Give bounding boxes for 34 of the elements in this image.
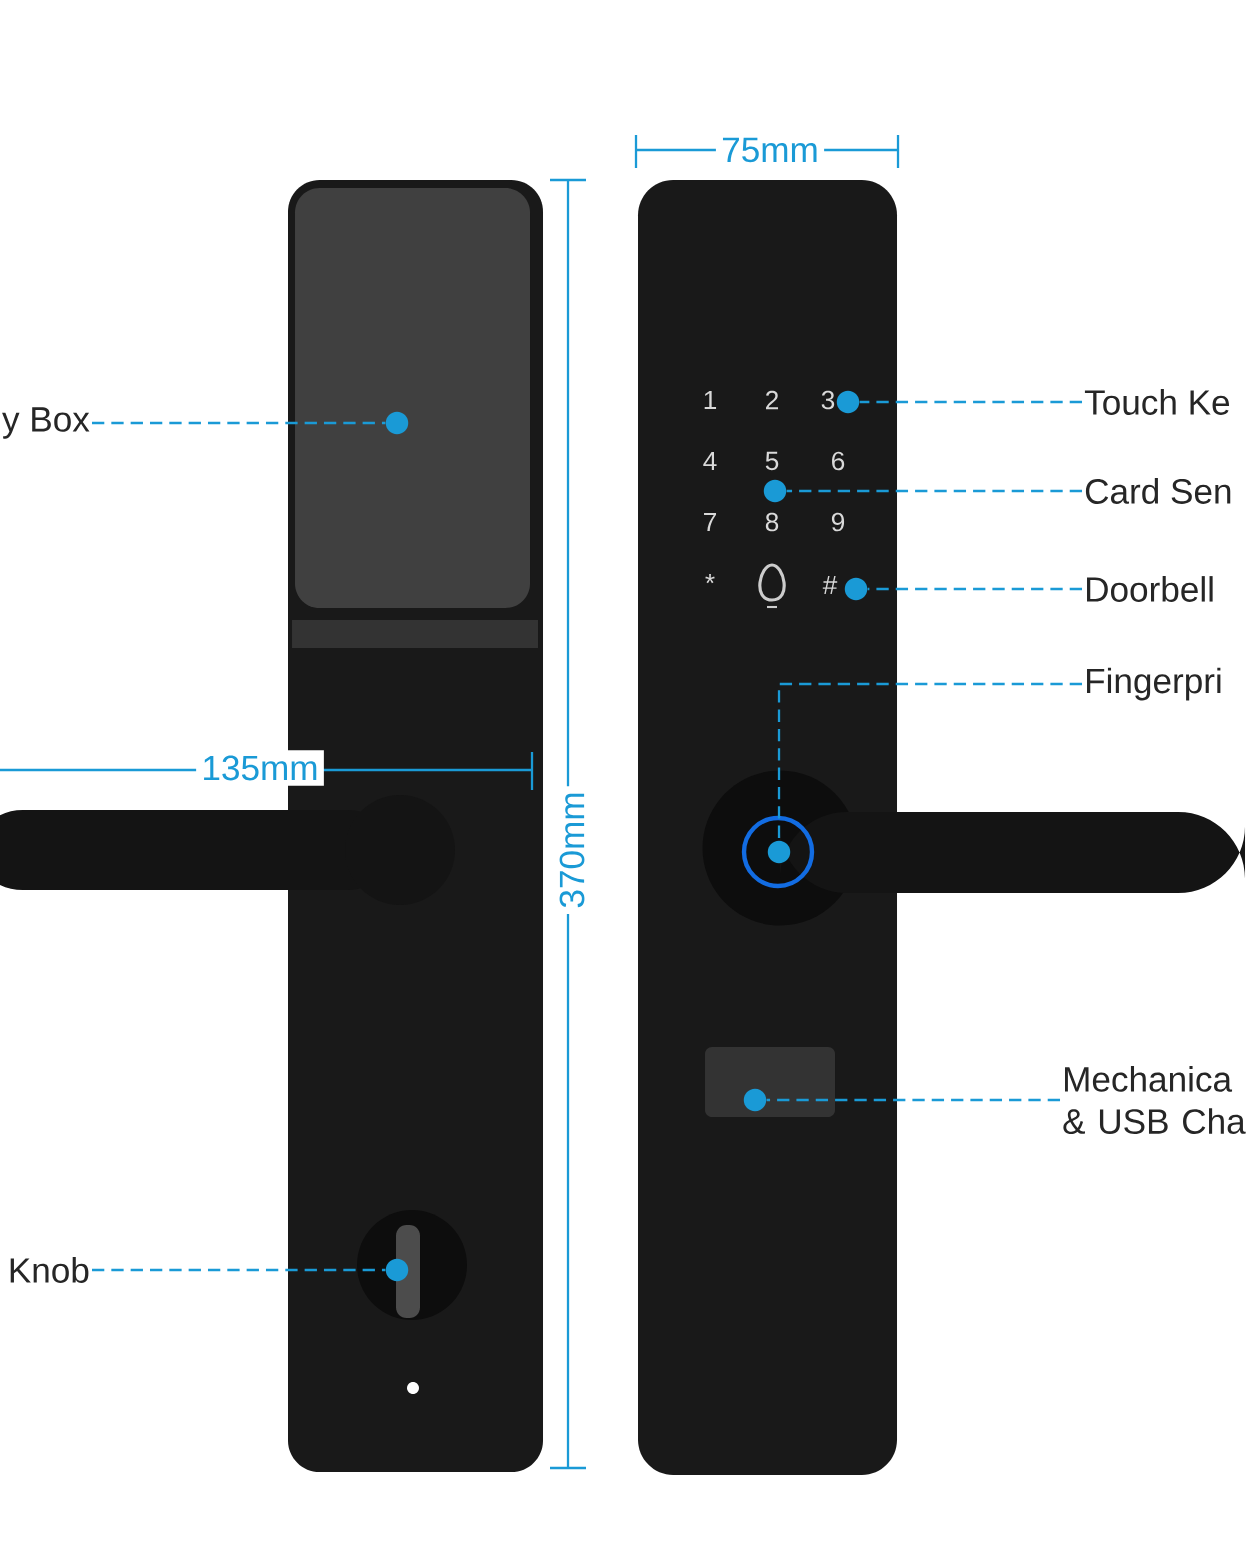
callout-label: y Box: [2, 407, 90, 439]
callout-dot: [743, 1088, 767, 1112]
keypad-digit: 6: [832, 451, 845, 471]
callout-dot: [385, 411, 409, 435]
keypad-digit: 5: [765, 451, 779, 471]
leader-line: [766, 1098, 1060, 1102]
callout-label: Mechanica & USB Cha: [1063, 1066, 1246, 1134]
keypad-digit: 4: [703, 451, 717, 471]
keypad-digit: 3: [821, 390, 835, 410]
callout-label: Knob: [10, 1257, 89, 1283]
callout-label: Card Sen: [1085, 478, 1231, 504]
keypad-digit: *: [705, 573, 715, 584]
callout-dot: [844, 577, 868, 601]
leader-line: [92, 421, 386, 425]
leader-line: [867, 587, 1082, 591]
callout-dot: [763, 479, 787, 503]
dimension-label: 135mm: [196, 750, 324, 786]
keypad-digit: 9: [831, 512, 845, 532]
callout-label: Doorbell: [1087, 576, 1213, 602]
callout-dot: [385, 1258, 409, 1282]
keypad-digit: 7: [704, 512, 716, 532]
keypad-digit: 8: [765, 512, 779, 532]
keypad-digit: 1: [704, 390, 717, 410]
leader-line: [786, 489, 1082, 493]
leader-line: [859, 400, 1082, 404]
callout-label: Fingerpri: [1087, 667, 1221, 701]
callout-dot: [767, 840, 791, 864]
keypad-digit: 2: [766, 390, 778, 410]
callout-dot: [836, 390, 860, 414]
leader-line: [92, 1268, 386, 1272]
dimension-label: 75mm: [715, 132, 825, 168]
callout-label: Touch Ke: [1084, 389, 1230, 415]
dimension-label: 370mm: [554, 786, 590, 914]
leader-line: [777, 682, 1082, 841]
